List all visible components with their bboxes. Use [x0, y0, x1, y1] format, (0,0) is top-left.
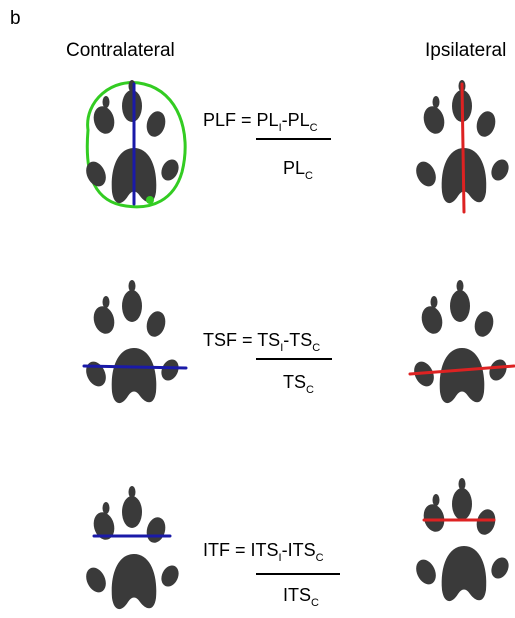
toe-nub [128, 486, 136, 498]
toe-spread-line [82, 364, 188, 370]
toe-pad [86, 361, 106, 387]
fraction-bar [256, 358, 332, 360]
paw-print-contralateral-plf [85, 80, 187, 209]
paw-print-contralateral-itf [86, 486, 179, 610]
toe-pad [146, 111, 166, 137]
toe-nub [456, 280, 464, 292]
toe-nub [432, 494, 440, 506]
toe-pad [146, 517, 166, 543]
toe-pad [416, 161, 436, 187]
toe-pad [161, 359, 179, 381]
palm-pad [111, 554, 157, 610]
toe-nub [430, 296, 438, 308]
toe-nub [432, 96, 440, 108]
toe-pad [474, 311, 494, 337]
equation-itf-denominator: ITSC [283, 585, 319, 609]
toe-pad [122, 290, 142, 322]
toe-pad [491, 159, 509, 181]
palm-pad [439, 348, 485, 404]
column-title-contralateral: Contralateral [66, 40, 175, 61]
fraction-bar [256, 573, 340, 575]
toe-nub [128, 280, 136, 292]
toe-pad [416, 559, 436, 585]
print-length-line [460, 82, 466, 214]
toe-pad [86, 567, 106, 593]
paw-outline [85, 81, 187, 209]
toe-pad [161, 565, 179, 587]
toe-nub [102, 296, 110, 308]
toe-pad [423, 106, 445, 134]
equation-plf-denominator: PLC [283, 158, 313, 182]
paw-print-ipsilateral-plf [416, 80, 509, 214]
equation-tsf-denominator: TSC [283, 372, 314, 396]
fraction-bar [256, 138, 331, 140]
paw-print-ipsilateral-tsf [408, 280, 515, 404]
toe-pad [423, 504, 445, 532]
toe-pad [93, 106, 115, 134]
toe-pad [161, 159, 179, 181]
column-title-ipsilateral: Ipsilateral [425, 40, 507, 61]
toe-nub [102, 502, 110, 514]
equation-tsf-numerator: TSF = TSI-TSC [203, 330, 321, 354]
toe-pad [122, 496, 142, 528]
toe-pad [93, 512, 115, 540]
toe-nub [458, 478, 466, 490]
toe-pad [86, 161, 106, 187]
toe-pad [452, 488, 472, 520]
palm-pad [111, 348, 157, 404]
toe-pad [93, 306, 115, 334]
toe-pad [146, 311, 166, 337]
toe-nub [102, 96, 110, 108]
equation-itf-numerator: ITF = ITSI-ITSC [203, 540, 324, 564]
toe-pad [450, 290, 470, 322]
palm-pad [441, 546, 487, 602]
panel-label: b [10, 8, 21, 29]
toe-spread-line [408, 364, 515, 376]
paw-print-contralateral-tsf [82, 280, 188, 404]
toe-pad [476, 509, 496, 535]
toe-pad [476, 111, 496, 137]
toe-pad [489, 359, 507, 381]
toe-pad [491, 557, 509, 579]
toe-pad [421, 306, 443, 334]
paw-print-ipsilateral-itf [416, 478, 509, 602]
equation-plf-numerator: PLF = PLI-PLC [203, 110, 318, 134]
toe-pad [122, 90, 142, 122]
marker-dot [146, 196, 154, 204]
